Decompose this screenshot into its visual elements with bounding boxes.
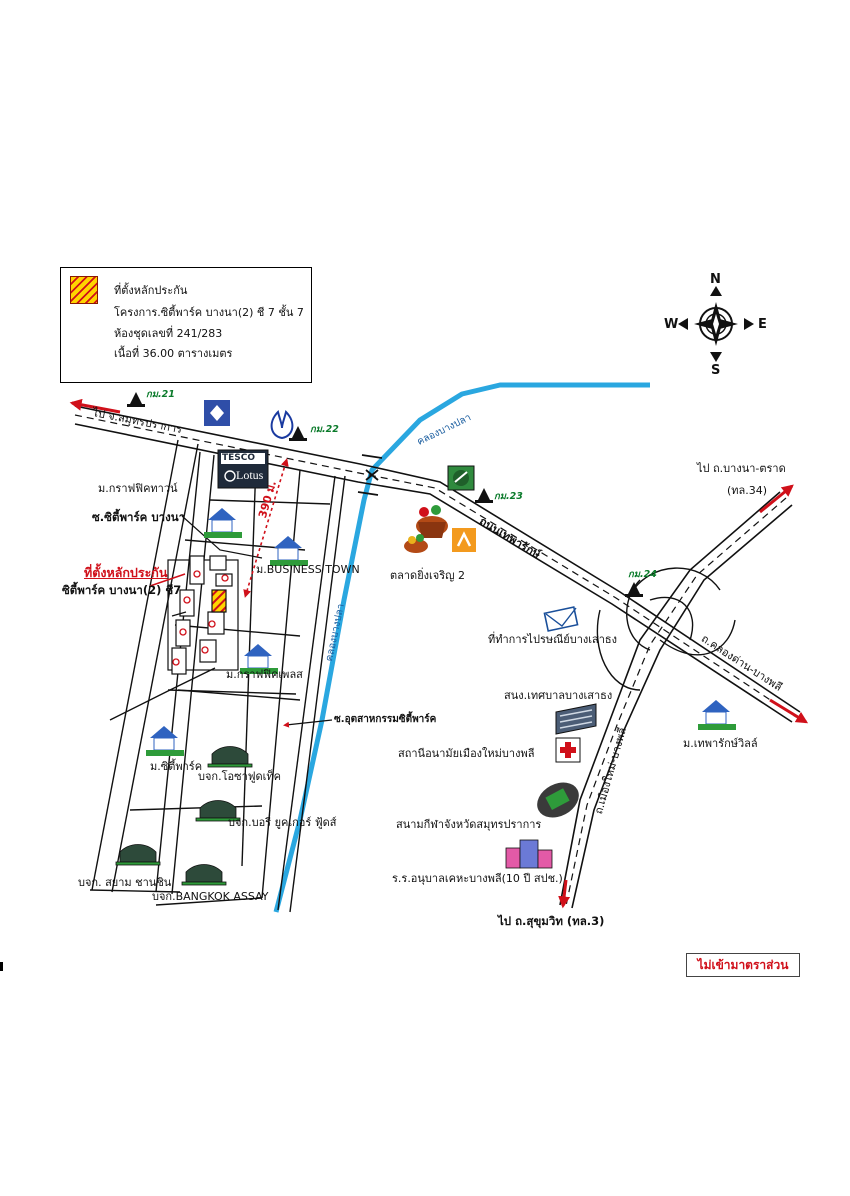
place-thepharak-villa: ม.เทพารักษ์วิลล์ xyxy=(683,737,758,750)
place-business-town: ม.BUSINESS TOWN xyxy=(256,563,360,576)
legend-project: โครงการ.ซิตี้พาร์ค บางนา(2) ชี 7 ชั้น 7 xyxy=(114,306,304,319)
kbank-logo xyxy=(447,465,475,491)
collateral-project-pointer xyxy=(171,611,187,617)
km21-label: กม.21 xyxy=(146,389,175,400)
industrial-pointer xyxy=(283,719,333,728)
km23-label: กม.23 xyxy=(494,491,523,502)
place-berry-yucker: บจก.บอรี่ ยูคเกอร์ ฟู้ดส์ xyxy=(228,816,337,829)
edge-mark xyxy=(0,962,3,971)
bridge xyxy=(357,454,383,496)
collateral-block xyxy=(167,555,239,675)
road-label-bangna-trat: ไป ถ.บางนา-ตราด xyxy=(697,462,786,475)
collateral-title: ที่ตั้งหลักประกัน xyxy=(84,565,168,580)
place-bangkok-assay: บจก.BANGKOK ASSAY xyxy=(152,890,269,903)
place-kindergarten: ร.ร.อนุบาลเคหะบางพลี(10 ปี สปช.) xyxy=(392,872,563,885)
stadium-icon xyxy=(537,782,579,818)
canal xyxy=(273,382,650,913)
km24-label: กม.24 xyxy=(628,569,657,580)
health-center-icon xyxy=(555,737,581,763)
house-icons xyxy=(146,508,736,756)
place-health-center: สถานีอนามัยเมืองใหม่บางพลี xyxy=(398,747,535,760)
place-siam-chan-chin: บจก. สยาม ชานชิน xyxy=(78,876,172,889)
legend-area: เนื้อที่ 36.00 ตารางเมตร xyxy=(114,347,233,360)
place-graphic-place: ม.กราฟฟิคเพลส xyxy=(226,668,303,681)
compass-n: N xyxy=(710,272,721,287)
distance-line xyxy=(243,458,289,598)
compass-rose xyxy=(678,286,754,362)
km22-label: กม.22 xyxy=(310,424,339,435)
krungsri-logo xyxy=(452,528,476,552)
compass-e: E xyxy=(758,317,767,332)
legend-box: ที่ตั้งหลักประกัน โครงการ.ซิตี้พาร์ค บาง… xyxy=(60,267,312,383)
tesco-brand: TESCO xyxy=(222,453,256,463)
post-office-icon xyxy=(543,606,579,632)
place-stadium: สนามกีฬาจังหวัดสมุทรปราการ xyxy=(396,818,542,831)
road-label-route-34: (ทล.34) xyxy=(727,484,768,497)
compass-w: W xyxy=(664,317,679,332)
municipality-icon xyxy=(555,703,597,735)
road-label-soi-industrial: ซ.อุตสาหกรรมซิตี้พาร์ค xyxy=(334,714,437,725)
collateral-pointer xyxy=(149,573,186,587)
place-graphic-town: ม.กราฟฟิคทาวน์ xyxy=(98,482,178,495)
legend-title: ที่ตั้งหลักประกัน xyxy=(114,284,188,297)
tesco-lotus-sign xyxy=(217,449,269,489)
compass-s: S xyxy=(711,363,721,378)
collateral-dots xyxy=(172,570,229,666)
place-post-office: ที่ทำการไปรษณีย์บางเสาธง xyxy=(488,633,618,646)
place-market: ตลาดยิ่งเจริญ 2 xyxy=(390,569,466,582)
collateral-project: ซิตี้พาร์ค บางนา(2) ชี7 xyxy=(62,583,182,597)
place-osha-food: บจก.โอซาฟูดเท็ค xyxy=(198,770,282,783)
kindergarten-icon xyxy=(505,839,553,869)
ktb-logo xyxy=(204,400,230,426)
road-label-sukhumvit: ไป ถ.สุขุมวิท (ทล.3) xyxy=(498,914,605,928)
collateral-highlight xyxy=(211,589,227,613)
km-marker-posts xyxy=(127,392,643,597)
factory-icons xyxy=(115,746,253,886)
lotus-brand: Lotus xyxy=(236,468,264,482)
scale-note: ไม่เข้ามาตราส่วน xyxy=(686,953,800,977)
market-icon xyxy=(404,505,448,553)
collateral-swatch xyxy=(70,276,98,304)
direction-arrows xyxy=(69,398,809,909)
place-municipality: สนง.เทศบาลบางเสาธง xyxy=(504,689,613,702)
mueang-mai-road xyxy=(559,491,793,909)
place-city-park: ม.ซิตี้พาร์ค xyxy=(150,760,203,773)
road-label-soi-city-park: ซ.ซิตี้พาร์ค บางนา xyxy=(92,510,186,524)
legend-unit: ห้องชุดเลขที่ 241/283 xyxy=(114,327,223,340)
bbl-logo xyxy=(270,410,294,440)
